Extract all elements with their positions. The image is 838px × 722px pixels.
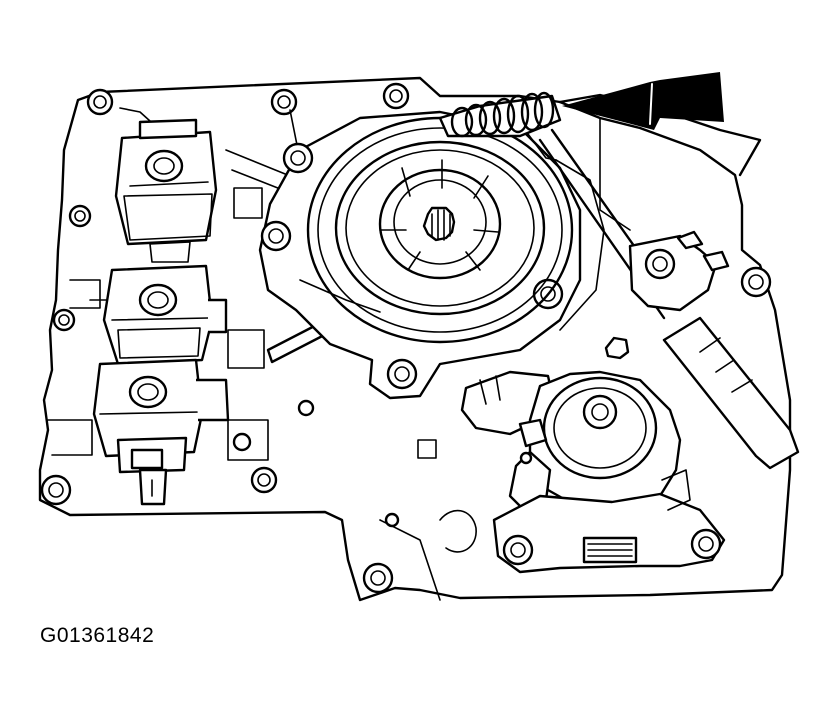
figure-id-label: G01361842: [40, 624, 155, 647]
cover-ribs: [379, 159, 499, 271]
housing-edge-inner: [599, 117, 631, 231]
manual-shift-sensor: [460, 370, 726, 574]
valve-body-diagram: [38, 72, 800, 602]
solenoid-lower: [92, 358, 230, 506]
detent-lever: [604, 230, 730, 360]
housing-edge: [558, 93, 762, 177]
solenoid-middle: [102, 264, 228, 366]
accumulator-cover: [258, 110, 605, 400]
return-spring: [438, 91, 562, 161]
solenoid-upper: [114, 118, 218, 263]
indicator-arrow: [562, 72, 724, 130]
bolt-holes: [40, 82, 772, 594]
